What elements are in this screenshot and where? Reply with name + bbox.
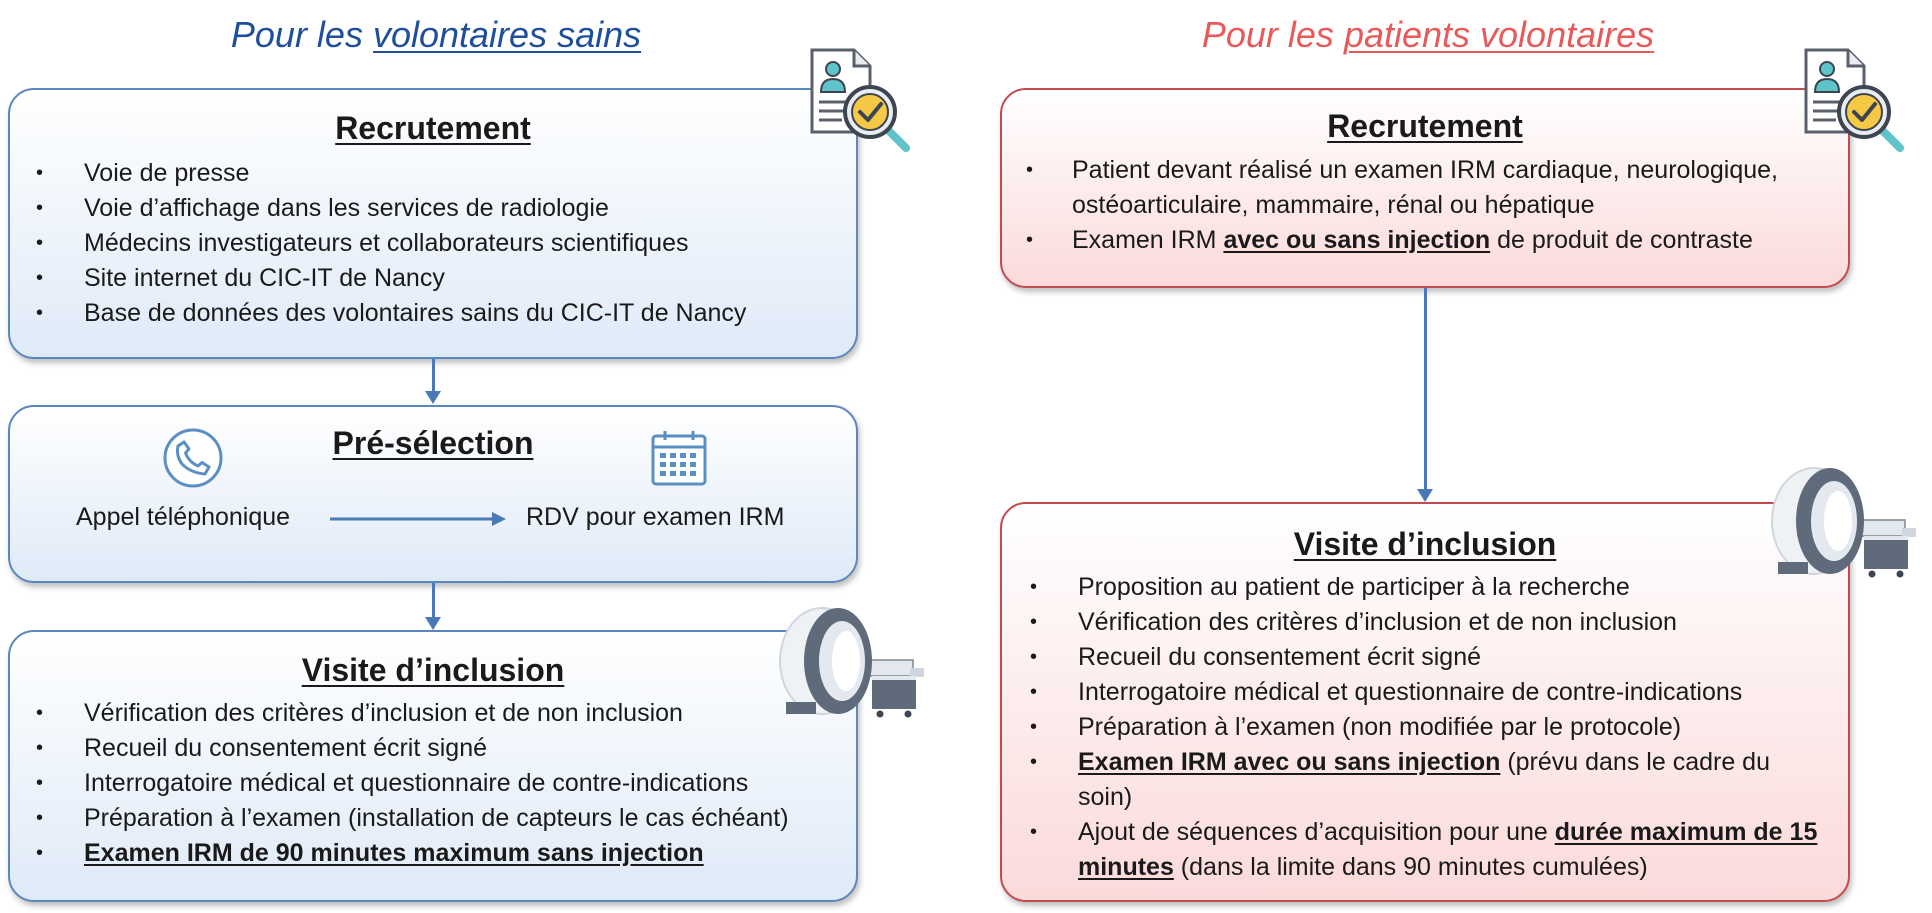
phone-icon [163,428,223,488]
bold-item-text: durée maximum de 15 minutes [1078,818,1818,881]
right-recrutement-box: Recrutement Patient devant réalisé un ex… [1000,88,1850,288]
list-item: Médecins investigateurs et collaborateur… [36,226,746,261]
title-link-volontaires-sains: volontaires sains [372,14,642,55]
bold-item-text: avec ou sans injection [1223,226,1491,254]
arrowhead [1417,489,1433,502]
left-visite-box: Visite d’inclusion Vérification des crit… [8,630,858,902]
item-text: Ajout de séquences d’acquisition pour un… [1078,818,1555,846]
left-column-title: Pour les volontaires sains [8,14,864,56]
list-item: Voie de presse [36,156,746,191]
list-item: Site internet du CIC-IT de Nancy [36,261,746,296]
list-item: Préparation à l’examen (installation de … [36,801,789,836]
mri-scanner-icon [779,607,924,718]
list-item: Base de données des volontaires sains du… [36,296,746,331]
box-title: Visite d’inclusion [1293,526,1557,562]
calendar-icon [651,431,707,486]
arrowhead [425,617,441,630]
title-link-patients-volontaires: patients volontaires [1343,14,1655,55]
connector-arrow [432,359,435,393]
right-visite-box: Visite d’inclusion Proposition au patien… [1000,502,1850,902]
recrutement-list: Patient devant réalisé un examen IRM car… [1026,153,1826,258]
connector-arrow [432,583,435,619]
list-item: Interrogatoire médical et questionnaire … [36,766,789,801]
document-check-icon [1804,48,1904,152]
left-preselection-box: Pré-sélection Appel téléphonique RDV pou… [8,405,858,583]
list-item: Voie d’affichage dans les services de ra… [36,191,746,226]
bold-item-text: Examen IRM de 90 minutes maximum sans in… [84,839,704,867]
left-recrutement-box: Recrutement Voie de presse Voie d’affich… [8,88,858,359]
item-text: Examen IRM [1072,226,1224,254]
list-item: Patient devant réalisé un examen IRM car… [1026,153,1826,223]
mri-scanner-icon [1771,467,1916,578]
title-prefix: Pour les [230,14,373,55]
list-item: Recueil du consentement écrit signé [1030,640,1830,675]
recrutement-list: Voie de presse Voie d’affichage dans les… [36,156,746,331]
box-title: Recrutement [335,110,531,146]
visite-list: Vérification des critères d’inclusion et… [36,696,789,871]
list-item: Examen IRM avec ou sans injection (prévu… [1030,745,1830,815]
list-item: Examen IRM avec ou sans injection de pro… [1026,223,1826,258]
step-appel-telephonique: Appel téléphonique [76,503,291,531]
step-rdv-examen-irm: RDV pour examen IRM [526,503,785,531]
list-item: Préparation à l’examen (non modifiée par… [1030,710,1830,745]
title-prefix: Pour les [1201,14,1344,55]
connector-arrow [1424,288,1427,491]
document-check-icon [810,48,910,152]
box-title: Recrutement [1327,108,1523,144]
visite-list: Proposition au patient de participer à l… [1030,570,1830,885]
bold-item-text: Examen IRM avec ou sans injection [1078,748,1501,776]
box-title: Pré-sélection [332,425,534,461]
list-item: Ajout de séquences d’acquisition pour un… [1030,815,1830,885]
right-column-title: Pour les patients volontaires [1000,14,1856,56]
item-text: (prévu dans le cadre du soin) [1078,748,1770,811]
list-item: Vérification des critères d’inclusion et… [1030,605,1830,640]
list-item: Vérification des critères d’inclusion et… [36,696,789,731]
list-item: Examen IRM de 90 minutes maximum sans in… [36,836,789,871]
list-item: Recueil du consentement écrit signé [36,731,789,766]
list-item: Interrogatoire médical et questionnaire … [1030,675,1830,710]
item-text: de produit de contraste [1490,226,1753,254]
step-arrow [330,512,506,526]
list-item: Proposition au patient de participer à l… [1030,570,1830,605]
item-text: (dans la limite dans 90 minutes cumulées… [1173,853,1648,881]
arrowhead [425,391,441,404]
box-title: Visite d’inclusion [301,652,565,688]
